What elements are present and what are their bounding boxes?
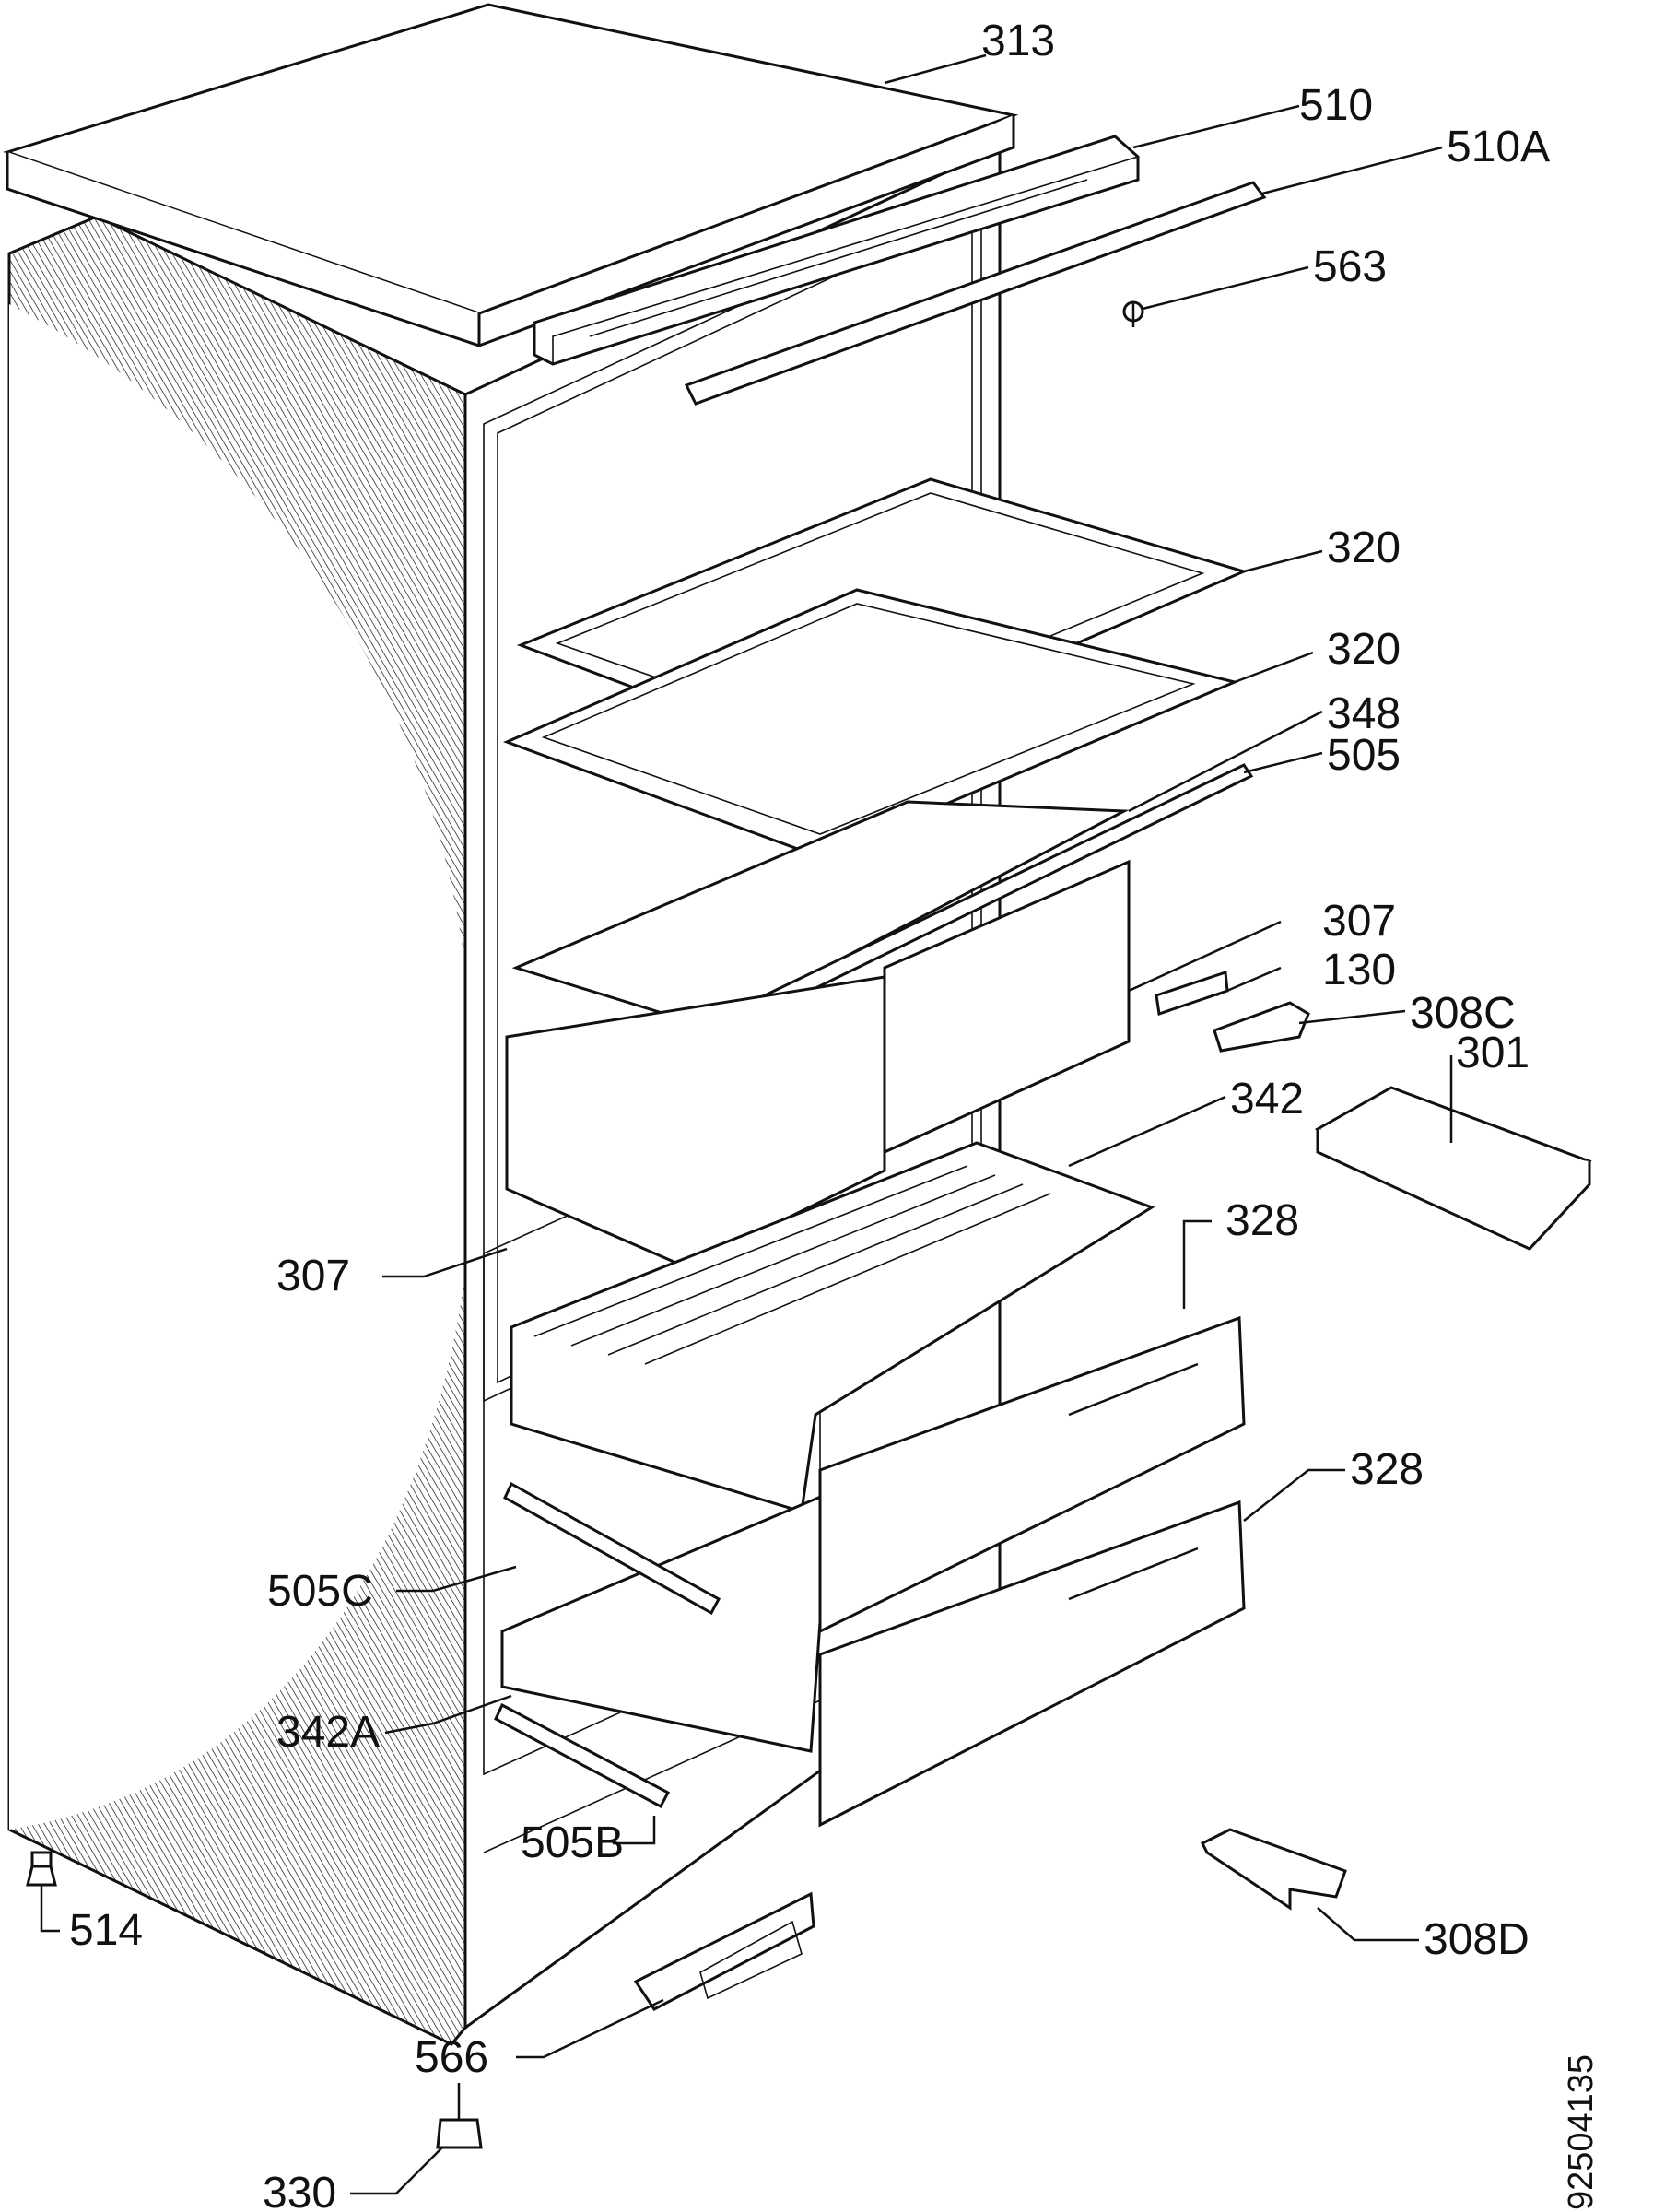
rail-505C <box>503 1481 721 1616</box>
freezer-drawer-right <box>883 859 1131 1155</box>
callout-505C: 505C <box>267 1567 373 1616</box>
ice-tray <box>1314 1086 1592 1251</box>
wire-basket-upper <box>510 1141 1155 1513</box>
drawer-front-upper <box>818 1315 1246 1634</box>
drawer-front-lower <box>818 1500 1246 1828</box>
callout-342: 342 <box>1230 1075 1304 1124</box>
hinge-308C <box>1213 1001 1310 1053</box>
callout-301: 301 <box>1456 1029 1530 1077</box>
trim-strip <box>684 181 1267 406</box>
leader-lines <box>40 53 1453 2195</box>
callout-566: 566 <box>415 2033 488 2082</box>
callout-307-lower: 307 <box>276 1252 350 1300</box>
part-130 <box>1155 970 1229 1016</box>
wire-basket-lower <box>500 1490 831 1753</box>
front-strip <box>533 135 1140 366</box>
foot-514 <box>26 1851 57 1887</box>
callout-348: 348 <box>1327 689 1401 738</box>
rail-505B <box>494 1702 671 1809</box>
foot-screw-330 <box>436 2083 483 2149</box>
callout-328-lower: 328 <box>1350 1445 1424 1494</box>
callout-308D: 308D <box>1424 1915 1530 1964</box>
callout-labels: 313 510 510A 563 320 320 348 505 307 130… <box>69 17 1600 2212</box>
callout-320-lower: 320 <box>1327 625 1401 674</box>
callout-307-upper: 307 <box>1322 897 1396 946</box>
glass-cover <box>511 800 1130 1030</box>
drawing-number: 92504135 <box>1562 2054 1600 2210</box>
callout-510: 510 <box>1299 81 1373 130</box>
callout-328-upper: 328 <box>1225 1196 1299 1245</box>
callout-510A: 510A <box>1447 123 1550 171</box>
callout-320-upper: 320 <box>1327 524 1401 572</box>
callout-563: 563 <box>1313 242 1387 291</box>
callout-313: 313 <box>981 17 1055 65</box>
callout-514: 514 <box>69 1906 143 1955</box>
screw-563 <box>1122 300 1144 327</box>
callout-308C: 308C <box>1410 989 1516 1038</box>
callout-330: 330 <box>263 2169 336 2212</box>
callout-505: 505 <box>1327 731 1401 780</box>
top-cover <box>3 3 1019 348</box>
hinge-308D <box>1200 1828 1347 1911</box>
handle-566 <box>633 1891 815 2011</box>
callout-130: 130 <box>1322 946 1396 994</box>
callout-342A: 342A <box>276 1708 380 1757</box>
callout-505B: 505B <box>521 1818 624 1867</box>
